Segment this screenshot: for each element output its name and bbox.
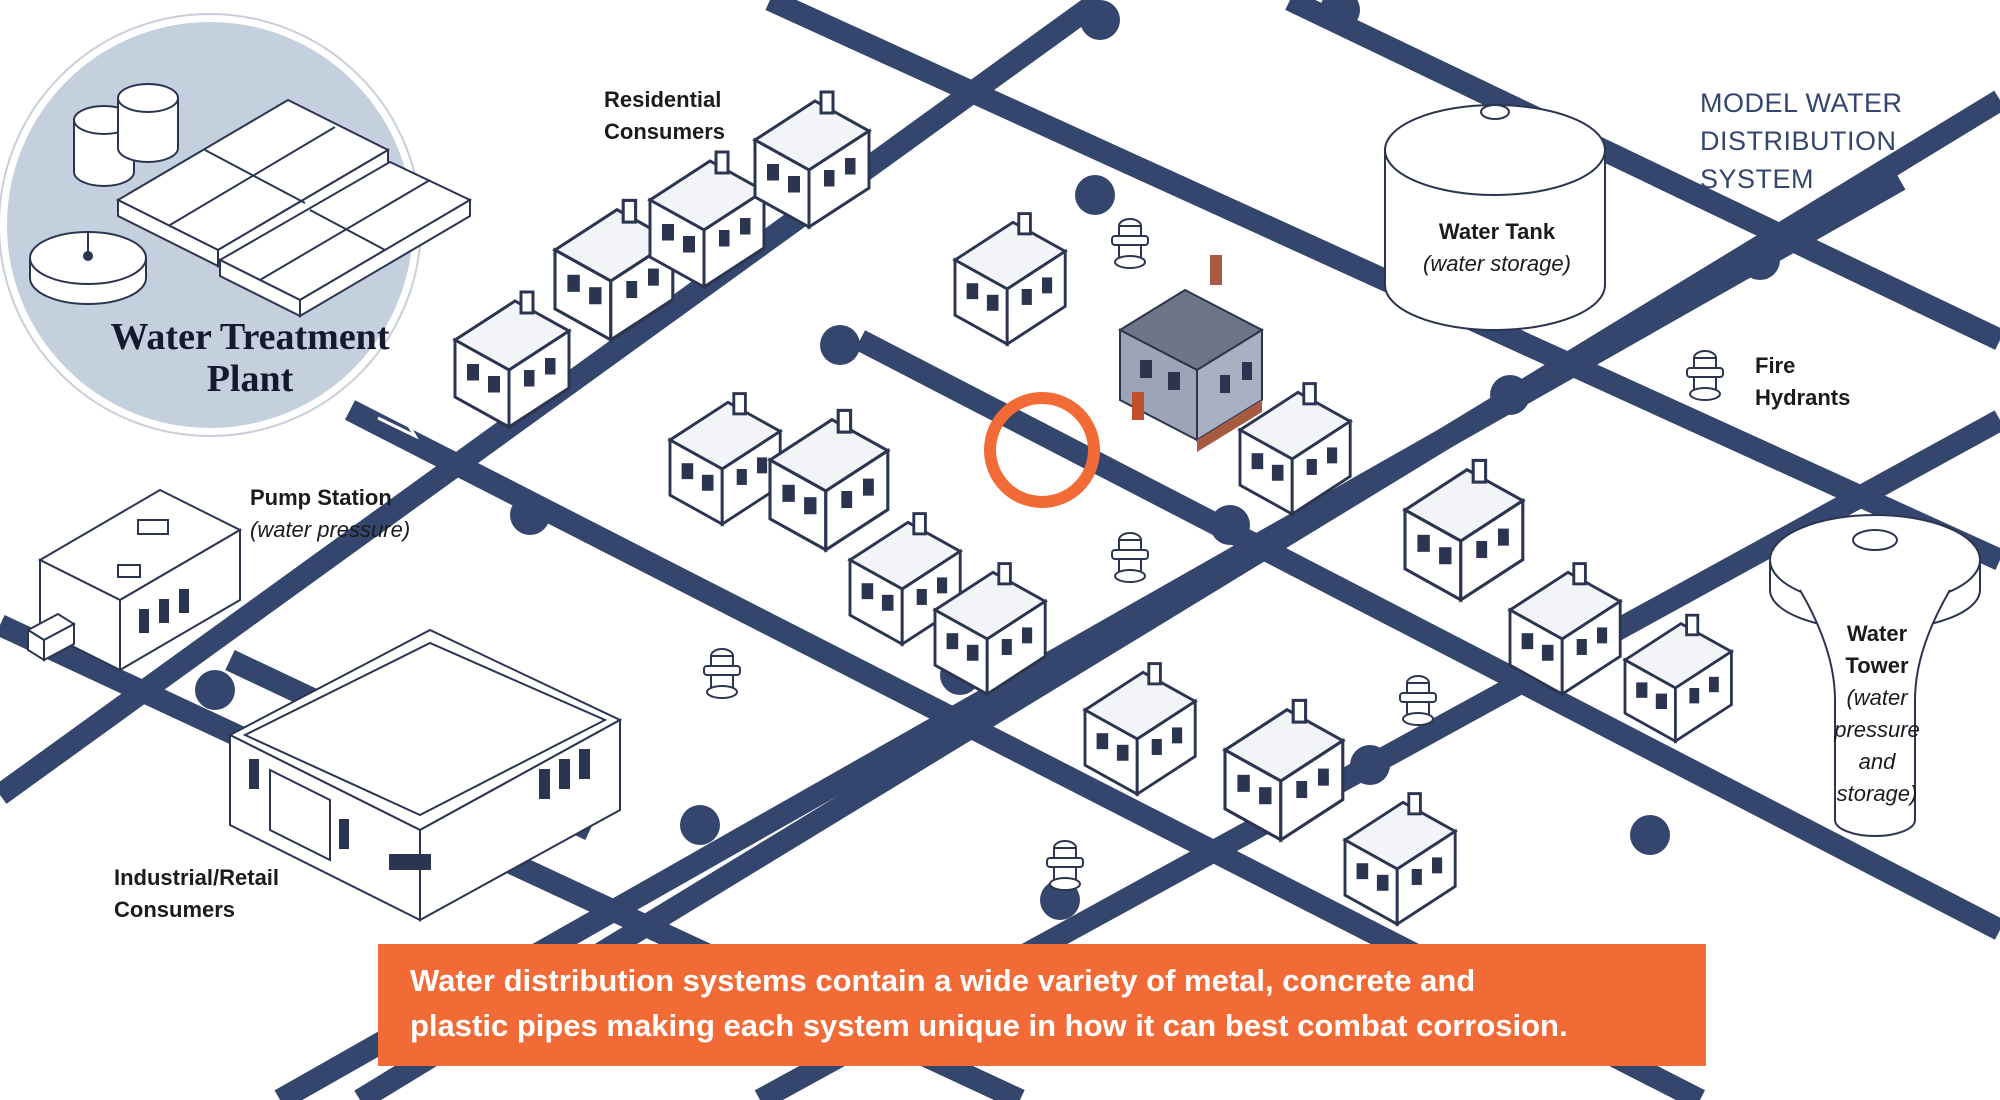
pump-station-icon [26, 488, 243, 672]
label-line: Tower [1845, 653, 1909, 678]
label-note: pressure [1834, 717, 1920, 742]
callout-banner: Water distribution systems contain a wid… [378, 944, 1706, 1066]
label-note: (water pressure) [250, 517, 411, 542]
label-water-tower: Water Tower (water pressure and storage) [1812, 618, 1942, 810]
pipe-joints [195, 0, 1780, 920]
label-line: Consumers [604, 119, 726, 144]
label-line: Consumers [114, 897, 236, 922]
plant-title-line: Plant [206, 358, 294, 400]
label-pump-station: Pump Station (water pressure) [250, 482, 410, 546]
label-line: Water Tank [1438, 219, 1556, 244]
system-title: MODEL WATER DISTRIBUTION SYSTEM [1700, 84, 1960, 198]
highlight-house [1117, 255, 1265, 452]
label-line: Water [1846, 621, 1908, 646]
label-fire-hydrants: Fire Hydrants [1755, 350, 1850, 414]
label-line: Residential [604, 87, 722, 112]
water-tower-icon [1769, 514, 1981, 837]
label-line: Industrial/Retail [114, 865, 280, 890]
system-title-line: MODEL WATER [1700, 88, 1903, 118]
system-title-line: DISTRIBUTION [1700, 126, 1897, 156]
system-title-line: SYSTEM [1700, 164, 1815, 194]
callout-line: plastic pipes making each system unique … [410, 1008, 1568, 1043]
warehouse-icon [227, 628, 623, 922]
plant-title-line: Water Treatment [110, 316, 390, 358]
label-line: Hydrants [1755, 385, 1851, 410]
highlight-ring [984, 392, 1100, 508]
label-industrial: Industrial/Retail Consumers [114, 862, 279, 926]
label-line: Fire [1755, 353, 1796, 378]
plant-title: Water Treatment Plant [80, 316, 420, 400]
label-line: Pump Station [250, 485, 392, 510]
flow-arrow-icon [377, 416, 419, 440]
water-treatment-plant [0, 13, 473, 437]
label-note: storage) [1836, 781, 1918, 806]
label-residential: Residential Consumers [604, 84, 725, 148]
label-note: (water [1846, 685, 1908, 710]
label-water-tank: Water Tank (water storage) [1392, 216, 1602, 280]
label-note: (water storage) [1423, 251, 1571, 276]
water-tank-icon [1384, 104, 1606, 331]
label-note: and [1858, 749, 1896, 774]
callout-line: Water distribution systems contain a wid… [410, 963, 1476, 998]
